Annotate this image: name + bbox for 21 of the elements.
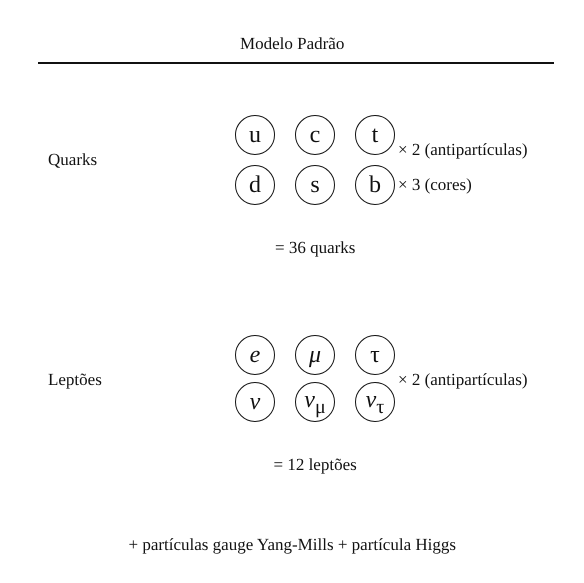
particle-circle: e — [235, 335, 275, 375]
group-label: Quarks — [48, 150, 98, 170]
particle-circle: d — [235, 165, 275, 205]
total-note: = 36 quarks — [275, 238, 356, 258]
particle-circle: t — [355, 115, 395, 155]
group-label: Leptões — [48, 370, 102, 390]
footer-note: + partículas gauge Yang-Mills + partícula Higgs — [128, 535, 456, 555]
particle-circle: τ — [355, 335, 395, 375]
particle-circle: μ — [295, 335, 335, 375]
particle-circle: u — [235, 115, 275, 155]
particle-circle: ν — [235, 382, 275, 422]
particle-circle: ν$_{τ}$ — [355, 382, 395, 422]
multiplier-note: × 2 (antipartículas) — [398, 370, 528, 390]
particle-circle: s — [295, 165, 335, 205]
particle-circle: b — [355, 165, 395, 205]
title: Modelo Padrão — [240, 34, 344, 54]
multiplier-note: × 3 (cores) — [398, 175, 472, 195]
total-note: = 12 leptões — [274, 455, 357, 475]
multiplier-note: × 2 (antipartículas) — [398, 140, 528, 160]
particle-circle: ν$_{μ}$ — [295, 382, 335, 422]
particle-circle: c — [295, 115, 335, 155]
